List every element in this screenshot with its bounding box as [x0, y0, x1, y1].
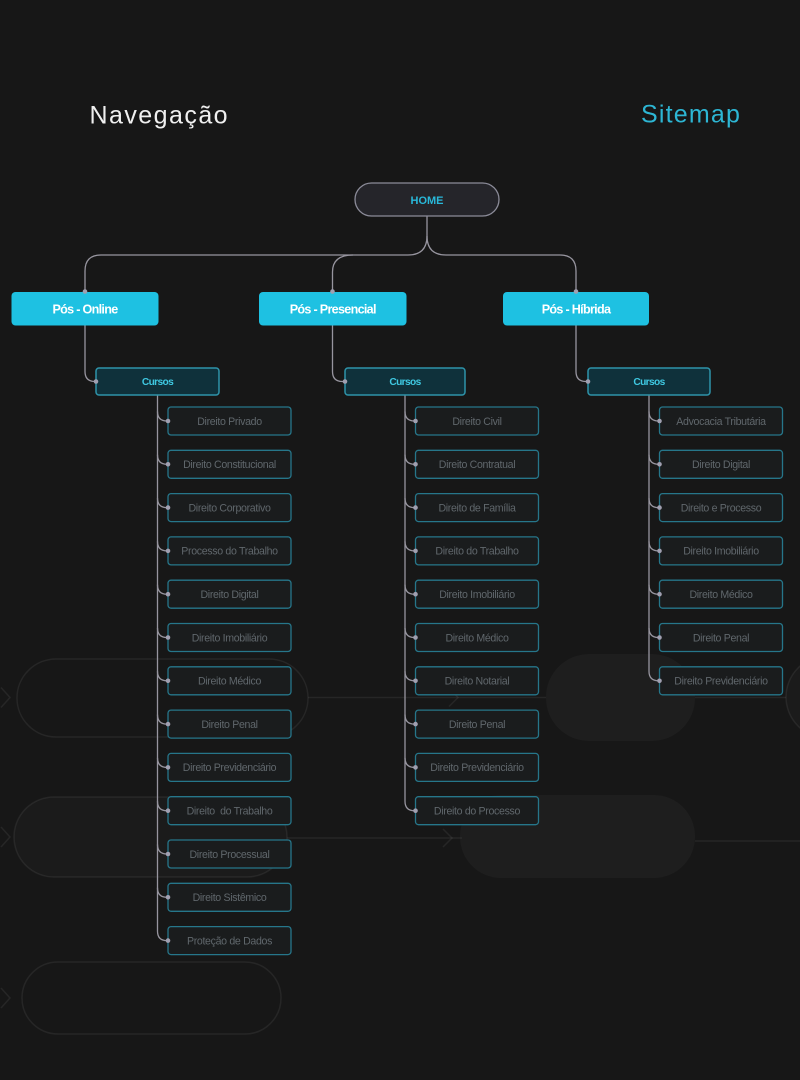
svg-text:Direito Médico: Direito Médico	[445, 632, 509, 644]
svg-text:Processo do Trabalho: Processo do Trabalho	[181, 546, 278, 558]
svg-text:Sitemap: Sitemap	[641, 101, 741, 129]
svg-text:Pós - Presencial: Pós - Presencial	[290, 303, 376, 317]
svg-text:Direito do Processo: Direito do Processo	[434, 806, 521, 818]
svg-text:Direito do Trabalho: Direito do Trabalho	[187, 806, 273, 818]
svg-text:Direito Previdenciário: Direito Previdenciário	[674, 676, 768, 688]
svg-text:Pós - Online: Pós - Online	[52, 303, 118, 317]
svg-text:Direito Imobiliário: Direito Imobiliário	[683, 546, 759, 558]
svg-text:Direito Digital: Direito Digital	[200, 589, 258, 601]
svg-text:Proteção de Dados: Proteção de Dados	[187, 935, 272, 947]
svg-text:Direito Corporativo: Direito Corporativo	[188, 502, 270, 514]
svg-text:Direito Contratual: Direito Contratual	[439, 459, 516, 471]
svg-text:Navegação: Navegação	[90, 102, 230, 130]
svg-text:Direito Penal: Direito Penal	[693, 632, 749, 644]
svg-text:Advocacia Tributária: Advocacia Tributária	[676, 416, 766, 428]
svg-text:Pós - Híbrida: Pós - Híbrida	[542, 303, 612, 317]
svg-text:Direito Sistêmico: Direito Sistêmico	[193, 892, 267, 904]
svg-text:Direito Previdenciário: Direito Previdenciário	[183, 762, 277, 774]
svg-text:Direito Médico: Direito Médico	[689, 589, 753, 601]
svg-text:Direito Notarial: Direito Notarial	[445, 676, 510, 688]
svg-text:Direito Processual: Direito Processual	[189, 849, 269, 861]
svg-text:Direito Penal: Direito Penal	[449, 719, 505, 731]
svg-text:Direito do Trabalho: Direito do Trabalho	[435, 546, 519, 558]
svg-text:Cursos: Cursos	[142, 377, 174, 388]
svg-text:Direito Previdenciário: Direito Previdenciário	[430, 762, 524, 774]
svg-text:Direito e Processo: Direito e Processo	[681, 502, 762, 514]
svg-text:Direito Penal: Direito Penal	[201, 719, 257, 731]
svg-text:Direito Digital: Direito Digital	[692, 459, 750, 471]
svg-text:Cursos: Cursos	[633, 377, 665, 388]
svg-text:Direito de Família: Direito de Família	[438, 502, 516, 514]
svg-text:Direito Privado: Direito Privado	[197, 416, 262, 428]
svg-text:Direito Médico: Direito Médico	[198, 676, 262, 688]
svg-text:Cursos: Cursos	[389, 377, 421, 388]
svg-text:Direito Civil: Direito Civil	[452, 416, 501, 428]
svg-text:Direito Imobiliário: Direito Imobiliário	[439, 589, 515, 601]
svg-text:Direito Imobiliário: Direito Imobiliário	[192, 632, 268, 644]
svg-text:HOME: HOME	[411, 195, 444, 207]
svg-text:Direito Constitucional: Direito Constitucional	[183, 459, 276, 471]
